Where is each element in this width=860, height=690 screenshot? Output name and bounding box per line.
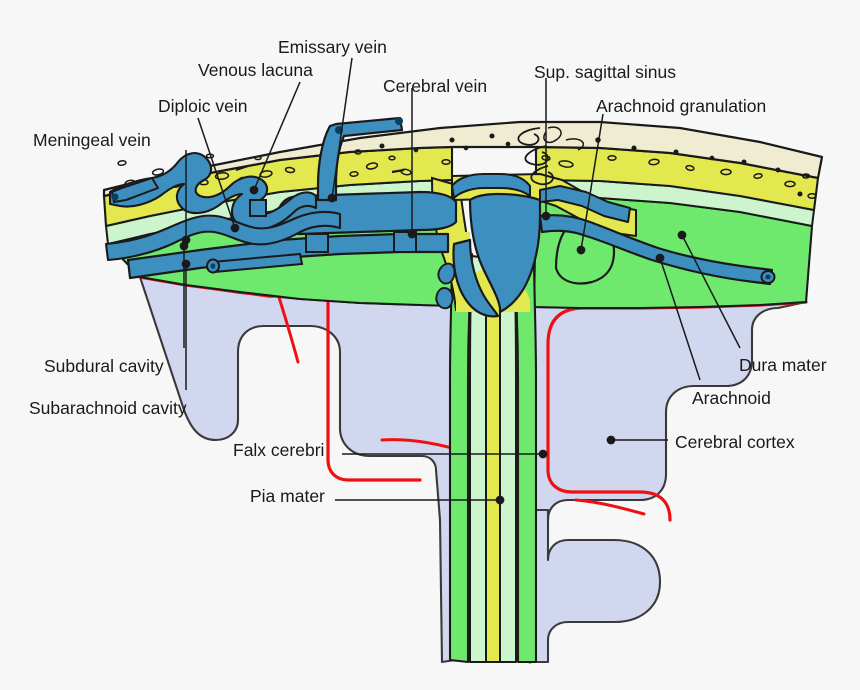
label-subarachnoid-cavity: Subarachnoid cavity (29, 398, 187, 418)
leader-lines (179, 57, 741, 505)
label-arachnoid: Arachnoid (692, 388, 771, 408)
label-emissary-vein: Emissary vein (278, 37, 387, 57)
label-meningeal-vein: Meningeal vein (33, 130, 151, 150)
leader-subdural-cavity-dot (179, 241, 189, 251)
label-falx-cerebri: Falx cerebri (233, 440, 325, 460)
label-diploic-vein: Diploic vein (158, 96, 248, 116)
leader-arachnoid-dot (655, 253, 665, 263)
leader-cerebral-cortex-dot (606, 435, 616, 445)
label-cerebral-cortex: Cerebral cortex (675, 432, 795, 452)
leader-dura-mater-dot (677, 230, 687, 240)
leader-cerebral-vein-dot (407, 229, 417, 239)
leader-emissary-vein (331, 57, 353, 199)
leader-subarachnoid-cavity-dot (181, 259, 191, 269)
leader-falx-cerebri-dot (538, 449, 548, 459)
leader-diploic-vein (197, 117, 236, 229)
leader-venous-lacuna (253, 81, 301, 191)
granulation-channel (517, 127, 554, 186)
leader-arachnoid-granulation (580, 113, 604, 251)
label-pia-mater: Pia mater (250, 486, 325, 506)
label-dura-mater: Dura mater (739, 355, 827, 375)
leader-arachnoid (659, 257, 701, 381)
cut-vein-left (206, 252, 304, 274)
label-cerebral-vein: Cerebral vein (383, 76, 488, 96)
label-venous-lacuna: Venous lacuna (198, 60, 313, 80)
leader-emissary-vein-dot (327, 193, 337, 203)
leader-diploic-vein-dot (230, 223, 240, 233)
leader-venous-lacuna-dot (249, 185, 259, 195)
label-arachnoid-granulation: Arachnoid granulation (596, 96, 767, 116)
leader-dura-mater (681, 234, 741, 349)
leader-arachnoid-granulation-dot (576, 245, 586, 255)
label-subdural-cavity: Subdural cavity (44, 356, 164, 376)
label-sup-sagittal-sinus: Sup. sagittal sinus (534, 62, 677, 82)
diploe-stipple-right (441, 126, 817, 199)
leader-sup-sagittal-sinus-dot (541, 211, 551, 221)
leader-pia-mater-dot (495, 495, 505, 505)
diploe-stipple-mid (349, 143, 419, 177)
cut-vein-right (760, 270, 776, 284)
